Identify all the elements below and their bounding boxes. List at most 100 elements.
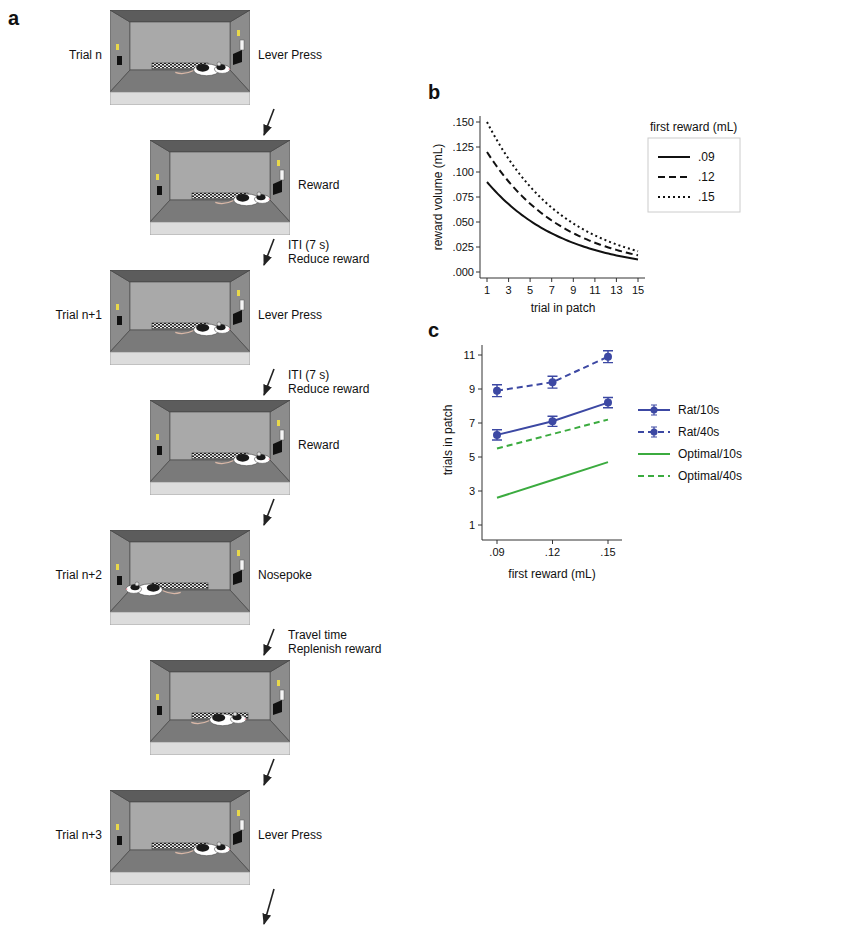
panel-letter: a — [8, 7, 19, 29]
legend-point — [651, 429, 658, 436]
legend-entry: .09 — [656, 150, 715, 164]
legend-label: .15 — [698, 190, 715, 204]
legend-error-bar — [651, 405, 657, 415]
axis-title: trial in patch — [531, 301, 596, 315]
data-point — [604, 399, 612, 407]
trials-series — [492, 351, 613, 498]
data-point — [549, 378, 557, 386]
tick-label: 9 — [469, 383, 475, 396]
legend-line-sample — [636, 425, 672, 439]
error-bar — [548, 416, 558, 426]
legend-entry: Rat/10s — [636, 403, 719, 417]
action-label: Lever Press — [258, 308, 322, 322]
decay-curve — [487, 152, 638, 255]
operant-chamber — [150, 140, 290, 235]
chart-axes — [476, 116, 740, 282]
decay-curve — [487, 182, 638, 259]
legend-line — [638, 453, 670, 455]
action-label: Reward — [298, 178, 339, 192]
x-axis — [480, 278, 645, 279]
legend-entry: .12 — [656, 170, 715, 184]
tick-label: .100 — [453, 166, 474, 179]
legend-entry: Optimal/40s — [636, 469, 742, 483]
series-line — [497, 462, 608, 498]
action-label: Lever Press — [258, 48, 322, 62]
tick-label: .125 — [453, 141, 474, 154]
chart-axes — [478, 345, 622, 544]
legend-entry: .15 — [656, 190, 715, 204]
operant-chamber — [110, 790, 250, 885]
legend-title: first reward (mL) — [650, 120, 737, 134]
sequence-arrow — [264, 369, 274, 395]
legend-label: Optimal/10s — [678, 447, 742, 461]
legend-label: Optimal/40s — [678, 469, 742, 483]
tick-label: 15 — [632, 284, 644, 297]
legend-line-sample — [656, 150, 692, 164]
tick-label: 3 — [506, 284, 512, 297]
decay-curves — [487, 122, 638, 259]
trial-label: Trial n+2 — [55, 568, 102, 582]
legend-label: Rat/40s — [678, 425, 719, 439]
panel-letter: c — [428, 319, 439, 341]
rat-figure — [215, 192, 270, 206]
tick-marks — [497, 540, 608, 544]
tick-label: .150 — [453, 116, 474, 129]
tick-label: 11 — [464, 349, 475, 362]
sequence-arrow — [264, 109, 274, 135]
tick-label: .025 — [453, 241, 474, 254]
legend-error-bar — [651, 427, 657, 437]
legend-line-sample — [636, 403, 672, 417]
rat-figure — [175, 322, 230, 336]
legend-label: .09 — [698, 150, 715, 164]
rat-figure — [126, 582, 181, 596]
legend-label: .12 — [698, 170, 715, 184]
tick-label: 9 — [570, 284, 576, 297]
legend-entry: Optimal/10s — [636, 447, 742, 461]
legend-line-sample — [656, 190, 692, 204]
tick-label: 1 — [484, 284, 490, 297]
legend-line — [638, 475, 670, 477]
legend-line-sample — [636, 469, 672, 483]
rat-figure — [175, 62, 230, 76]
operant-chamber — [110, 10, 250, 105]
sequence-arrow — [264, 759, 274, 785]
series-line — [497, 420, 608, 449]
tick-label: 5 — [469, 451, 475, 464]
axis-title: reward volume (mL) — [431, 144, 445, 251]
interval-label: ITI (7 s) Reduce reward — [288, 238, 372, 266]
data-point — [493, 431, 501, 439]
y-axis — [482, 345, 483, 540]
decay-curve — [487, 122, 638, 251]
legend-box — [648, 138, 740, 212]
axis-title: trials in patch — [441, 405, 455, 476]
tick-marks — [478, 355, 482, 525]
tick-label: .050 — [453, 216, 474, 229]
tick-label: 13 — [610, 284, 622, 297]
tick-label: 7 — [469, 417, 475, 430]
legend-point — [651, 407, 658, 414]
error-bar — [492, 385, 502, 397]
action-label: Lever Press — [258, 828, 322, 842]
interval-label: ITI (7 s) Reduce reward — [288, 368, 372, 396]
interval-label: Travel time Replenish reward — [288, 628, 388, 656]
sequence-arrow — [264, 889, 274, 924]
data-point — [493, 387, 501, 395]
rat-figure — [191, 712, 246, 726]
trial-label: Trial n+3 — [55, 828, 102, 842]
tick-label: .000 — [453, 266, 474, 279]
operant-chamber — [110, 270, 250, 365]
tick-label: 3 — [469, 485, 475, 498]
chamber-illustrations — [110, 10, 290, 885]
sequence-arrow — [264, 629, 274, 655]
legend-line — [658, 196, 690, 198]
operant-chamber — [150, 400, 290, 495]
data-point — [549, 417, 557, 425]
sequence-arrows — [264, 109, 274, 924]
rat-figure — [175, 842, 230, 856]
error-bar — [603, 398, 613, 408]
axis-title: first reward (mL) — [508, 567, 595, 581]
tick-label: 7 — [549, 284, 555, 297]
trial-label: Trial n+1 — [55, 308, 102, 322]
legend-entry: Rat/40s — [636, 425, 719, 439]
